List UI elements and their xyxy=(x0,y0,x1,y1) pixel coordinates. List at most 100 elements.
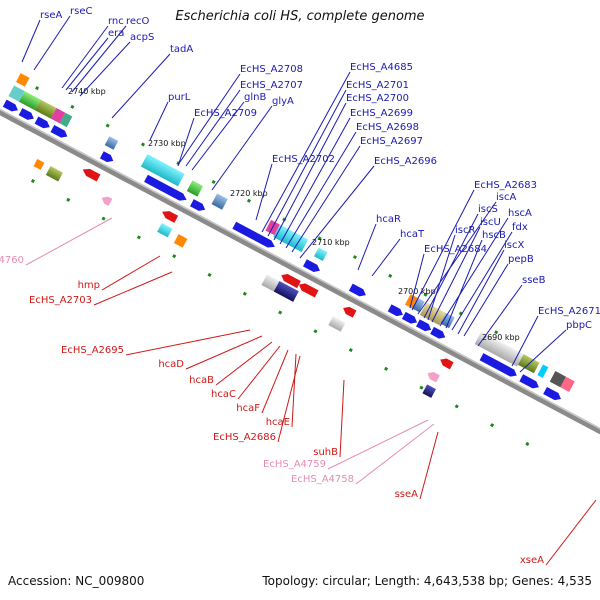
gene-label-echs-a2698[interactable]: EcHS_A2698 xyxy=(356,122,419,133)
leader-echs-a4685 xyxy=(261,71,351,233)
leader-reco xyxy=(71,25,127,93)
gene-label-pepb[interactable]: pepB xyxy=(508,254,534,265)
scale-label-3: 2710 kbp xyxy=(312,238,350,247)
leader-sseb xyxy=(477,284,523,347)
gene-label-echs-a2683[interactable]: EcHS_A2683 xyxy=(474,180,537,191)
leader-pbpc xyxy=(519,329,567,373)
gene-label-echs-a2708[interactable]: EcHS_A2708 xyxy=(240,64,303,75)
gene-label-hcab[interactable]: hcaB xyxy=(189,375,214,386)
gene-label-iscx[interactable]: iscX xyxy=(504,240,524,251)
leader-echs-a2696 xyxy=(299,165,375,259)
gene-label-echs-a2686[interactable]: EcHS_A2686 xyxy=(213,432,276,443)
leader-hcad xyxy=(185,335,263,370)
leader-echs-a2684 xyxy=(409,253,425,309)
leader-rsec xyxy=(33,15,71,71)
gene-label-iscr[interactable]: iscR xyxy=(455,225,475,236)
leader-echs-a2698 xyxy=(285,131,357,249)
leader-echs-a2701 xyxy=(267,89,347,237)
gene-label-xsea[interactable]: xseA xyxy=(520,555,544,566)
leader-echs-a2708 xyxy=(179,73,241,163)
gene-label-hcac[interactable]: hcaC xyxy=(211,389,236,400)
gene-label-echs-a2671[interactable]: EcHS_A2671 xyxy=(538,306,600,317)
leader-echs-a2683 xyxy=(411,189,475,311)
gene-label-echs-a2699[interactable]: EcHS_A2699 xyxy=(350,108,413,119)
gene-label-iscu[interactable]: iscU xyxy=(480,217,501,228)
leader-iscs xyxy=(423,213,479,319)
gene-label-sseb[interactable]: sseB xyxy=(522,275,546,286)
gene-label-echs-a4685[interactable]: EcHS_A4685 xyxy=(350,62,413,73)
gene-label-hcad[interactable]: hcaD xyxy=(158,359,184,370)
leader-iscx xyxy=(457,249,505,335)
gene-label-iscs[interactable]: iscS xyxy=(478,204,498,215)
leader-xsea xyxy=(545,499,597,566)
gene-label-echs-a2700[interactable]: EcHS_A2700 xyxy=(346,93,409,104)
accession-text: Accession: NC_009800 xyxy=(8,574,145,588)
gene-label-rsec[interactable]: rseC xyxy=(70,6,92,17)
gene-label-era[interactable]: era xyxy=(108,28,124,39)
leader-echs-a2702 xyxy=(255,163,273,221)
backbone xyxy=(0,99,600,444)
leader-hcat xyxy=(371,238,401,277)
gene-label-echs-a2697[interactable]: EcHS_A2697 xyxy=(360,136,423,147)
leader-tada xyxy=(111,53,171,119)
gene-label-fdx[interactable]: fdx xyxy=(512,222,528,233)
leader-hcab xyxy=(215,341,273,386)
leader-glnb xyxy=(191,101,245,171)
gene-label-rnc[interactable]: rnc xyxy=(108,16,124,27)
leader-echs-a4760 xyxy=(25,217,113,266)
forward-feature-track xyxy=(2,73,575,401)
gene-label-glnb[interactable]: glnB xyxy=(244,92,266,103)
leader-echs-a2699 xyxy=(279,117,351,245)
leader-suhb xyxy=(339,379,345,458)
leader-echs-a2686 xyxy=(277,355,301,443)
gene-label-ssea[interactable]: sseA xyxy=(395,489,419,500)
leader-echs-a2709 xyxy=(177,117,195,167)
leader-hcac xyxy=(237,345,281,400)
gene-label-rsea[interactable]: rseA xyxy=(40,10,62,21)
gene-label-hsca[interactable]: hscA xyxy=(508,208,532,219)
gene-label-echs-a2709[interactable]: EcHS_A2709 xyxy=(194,108,257,119)
gene-label-hcar[interactable]: hcaR xyxy=(376,214,401,225)
gene-label-acps[interactable]: acpS xyxy=(130,32,154,43)
leader-rnc xyxy=(61,25,109,89)
leader-iscu xyxy=(431,226,481,323)
gene-label-echs-a2707[interactable]: EcHS_A2707 xyxy=(240,80,303,91)
gene-label-echs-a2695[interactable]: EcHS_A2695 xyxy=(61,345,124,356)
gene-label-hscb[interactable]: hscB xyxy=(482,230,506,241)
gene-label-reco[interactable]: recO xyxy=(126,16,150,27)
leader-hcae xyxy=(291,353,297,428)
gene-label-pbpc[interactable]: pbpC xyxy=(566,320,592,331)
leader-fdx xyxy=(451,231,513,331)
gene-label-echs-a4758[interactable]: EcHS_A4758 xyxy=(291,474,354,485)
leader-ssea xyxy=(419,431,439,500)
gene-label-echs-a2702[interactable]: EcHS_A2702 xyxy=(272,154,335,165)
gene-label-glya[interactable]: glyA xyxy=(272,96,294,107)
gene-label-echs-a2703[interactable]: EcHS_A2703 xyxy=(29,295,92,306)
gene-label-echs-a2701[interactable]: EcHS_A2701 xyxy=(346,80,409,91)
leader-echs-a2703 xyxy=(93,271,173,306)
leader-glya xyxy=(211,105,273,191)
gene-label-hcat[interactable]: hcaT xyxy=(400,229,425,240)
gene-label-hcaf[interactable]: hcaF xyxy=(236,403,260,414)
leader-echs-a2671 xyxy=(511,315,539,367)
leader-hmp xyxy=(101,255,161,291)
leader-echs-a4759 xyxy=(327,419,429,470)
gene-label-isca[interactable]: iscA xyxy=(496,192,516,203)
gene-label-echs-a2684[interactable]: EcHS_A2684 xyxy=(424,244,487,255)
gene-label-tada[interactable]: tadA xyxy=(170,44,193,55)
scale-label-0: 2740 kbp xyxy=(68,87,106,96)
leader-pepb xyxy=(463,263,509,337)
leader-hcar xyxy=(357,223,377,271)
gene-label-suhb[interactable]: suhB xyxy=(313,447,338,458)
gene-label-hmp[interactable]: hmp xyxy=(78,280,100,291)
gene-label-hcae[interactable]: hcaE xyxy=(266,417,290,428)
leader-rsea xyxy=(21,19,41,63)
gene-label-echs-a2696[interactable]: EcHS_A2696 xyxy=(374,156,437,167)
gene-label-purl[interactable]: purL xyxy=(168,92,191,103)
gene-label-echs-a4759[interactable]: EcHS_A4759 xyxy=(263,459,326,470)
leader-echs-a2695 xyxy=(125,329,251,356)
